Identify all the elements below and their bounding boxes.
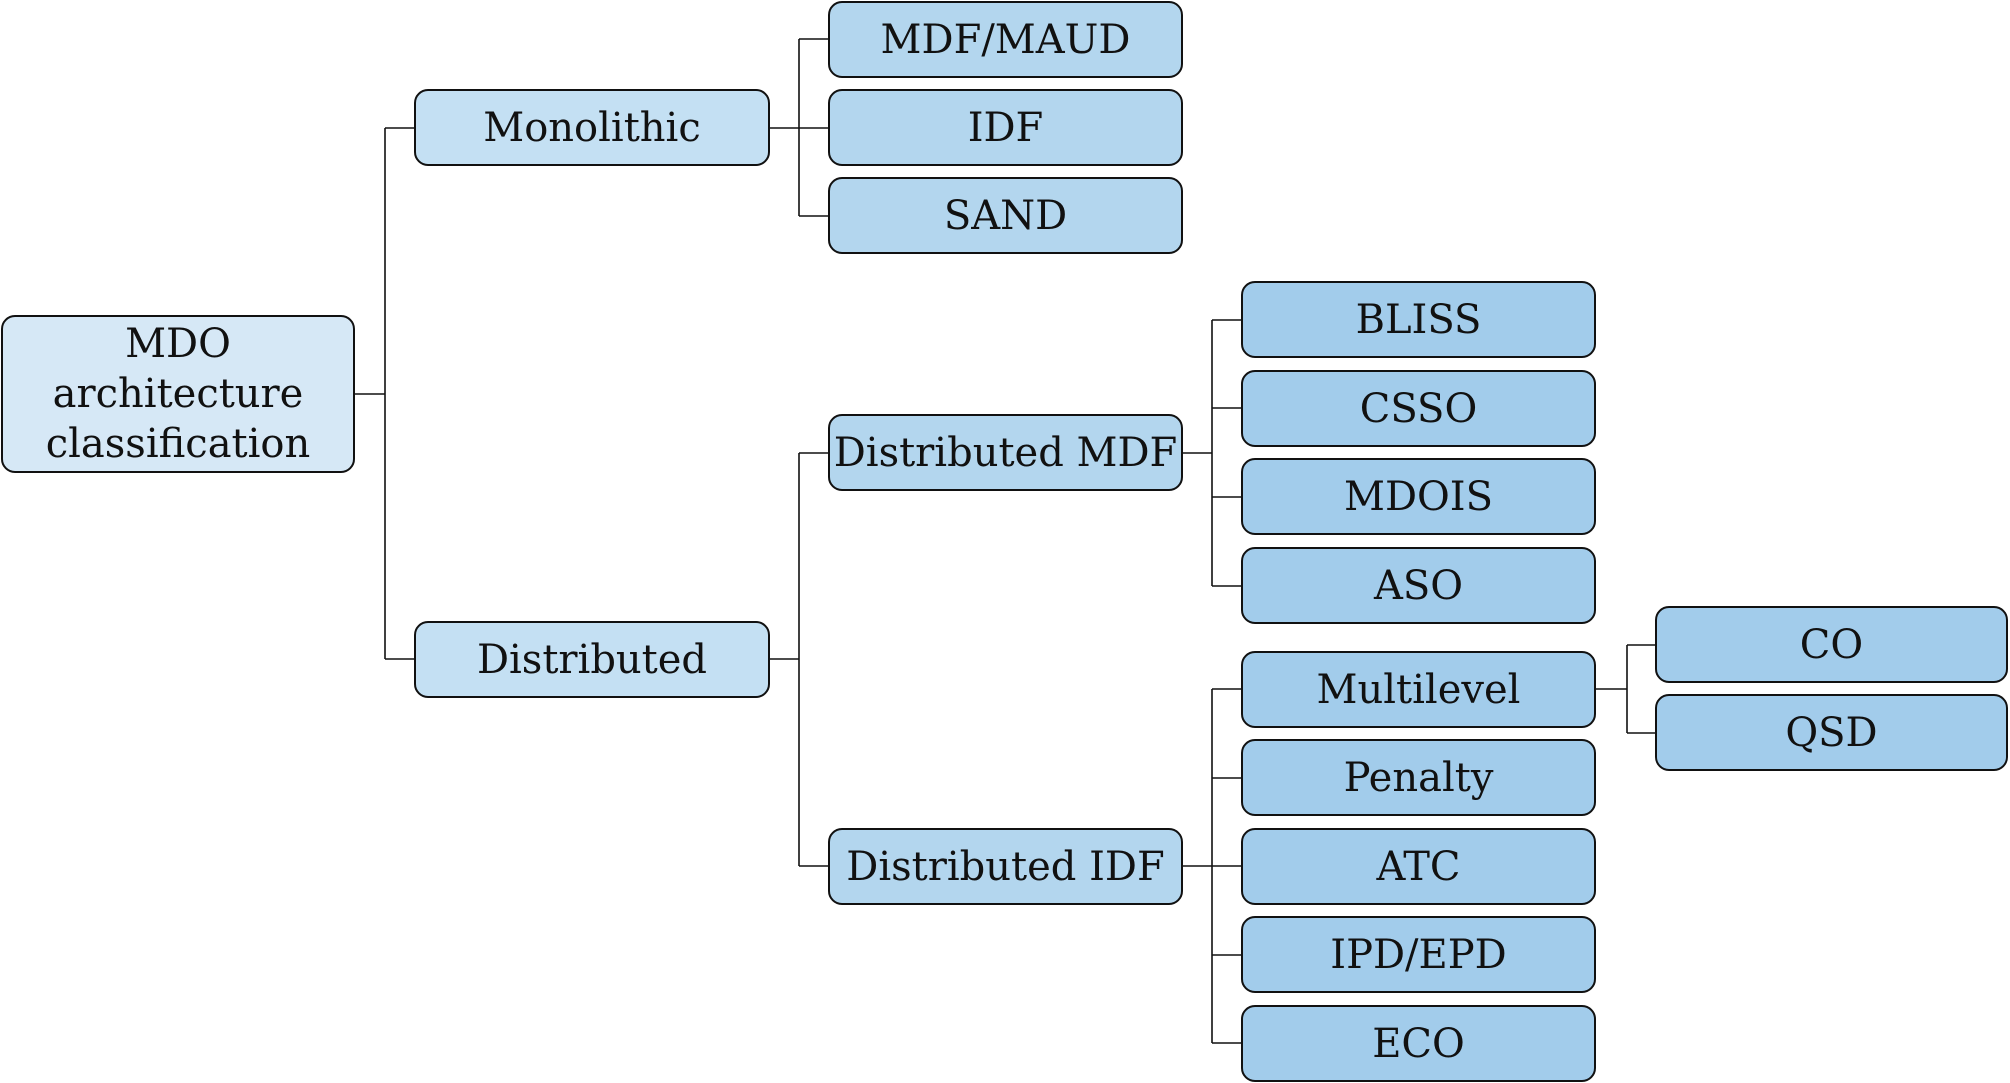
root-line-1: MDO [125,321,231,367]
node-mdf-maud: MDF/MAUD [828,1,1183,78]
node-ipd-epd: IPD/EPD [1241,916,1596,993]
connector-distributed [770,452,828,867]
node-atc: ATC [1241,828,1596,905]
node-aso: ASO [1241,547,1596,624]
node-sand: SAND [828,177,1183,254]
node-bliss: BLISS [1241,281,1596,358]
connector-multilevel [1596,644,1655,734]
root-line-2: architecture [52,371,304,417]
node-distributed-idf: Distributed IDF [828,828,1183,905]
connector-root [355,127,414,660]
node-distributed: Distributed [414,621,770,698]
node-monolithic: Monolithic [414,89,770,166]
root-node: MDO architecture classification [1,315,355,473]
connector-distributed-mdf [1183,319,1241,587]
node-eco: ECO [1241,1005,1596,1082]
node-qsd: QSD [1655,694,2008,771]
node-co: CO [1655,606,2008,683]
connector-distributed-idf [1183,688,1241,1044]
node-csso: CSSO [1241,370,1596,447]
node-penalty: Penalty [1241,739,1596,816]
root-line-3: classification [45,421,311,467]
node-idf: IDF [828,89,1183,166]
connector-monolithic [770,38,828,217]
node-multilevel: Multilevel [1241,651,1596,728]
node-distributed-mdf: Distributed MDF [828,414,1183,491]
node-mdois: MDOIS [1241,458,1596,535]
